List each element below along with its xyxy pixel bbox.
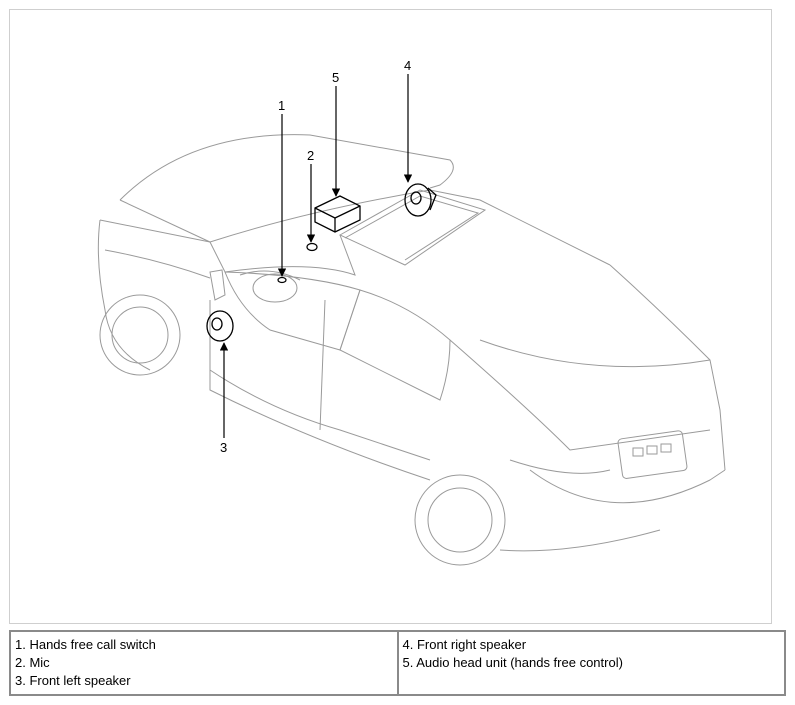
legend-cell-left: 1. Hands free call switch 2. Mic 3. Fron… <box>9 630 399 696</box>
legend-item-1: 1. Hands free call switch <box>15 637 156 652</box>
car-outline <box>97 134 726 566</box>
callout-number-5: 5 <box>332 70 339 85</box>
callout-number-2: 2 <box>307 148 314 163</box>
legend-table: 1. Hands free call switch 2. Mic 3. Fron… <box>9 630 786 696</box>
legend-item-2: 2. Mic <box>15 655 50 670</box>
component-3-left-speaker <box>206 310 234 342</box>
diagram-figure: 1 2 3 4 5 <box>9 9 772 624</box>
legend-item-5: 5. Audio head unit (hands free control) <box>402 655 623 670</box>
component-4-right-speaker <box>404 183 437 217</box>
legend-item-4: 4. Front right speaker <box>402 637 527 652</box>
component-5-head-unit <box>314 195 361 233</box>
legend-item-3: 3. Front left speaker <box>15 673 131 688</box>
callout-number-4: 4 <box>404 58 411 73</box>
car-diagram: 1 2 3 4 5 <box>97 58 726 566</box>
legend-cell-right: 4. Front right speaker 5. Audio head uni… <box>396 630 786 696</box>
component-1-switch <box>277 276 287 284</box>
component-2-mic <box>306 242 318 252</box>
callout-number-1: 1 <box>278 98 285 113</box>
callout-number-3: 3 <box>220 440 227 455</box>
